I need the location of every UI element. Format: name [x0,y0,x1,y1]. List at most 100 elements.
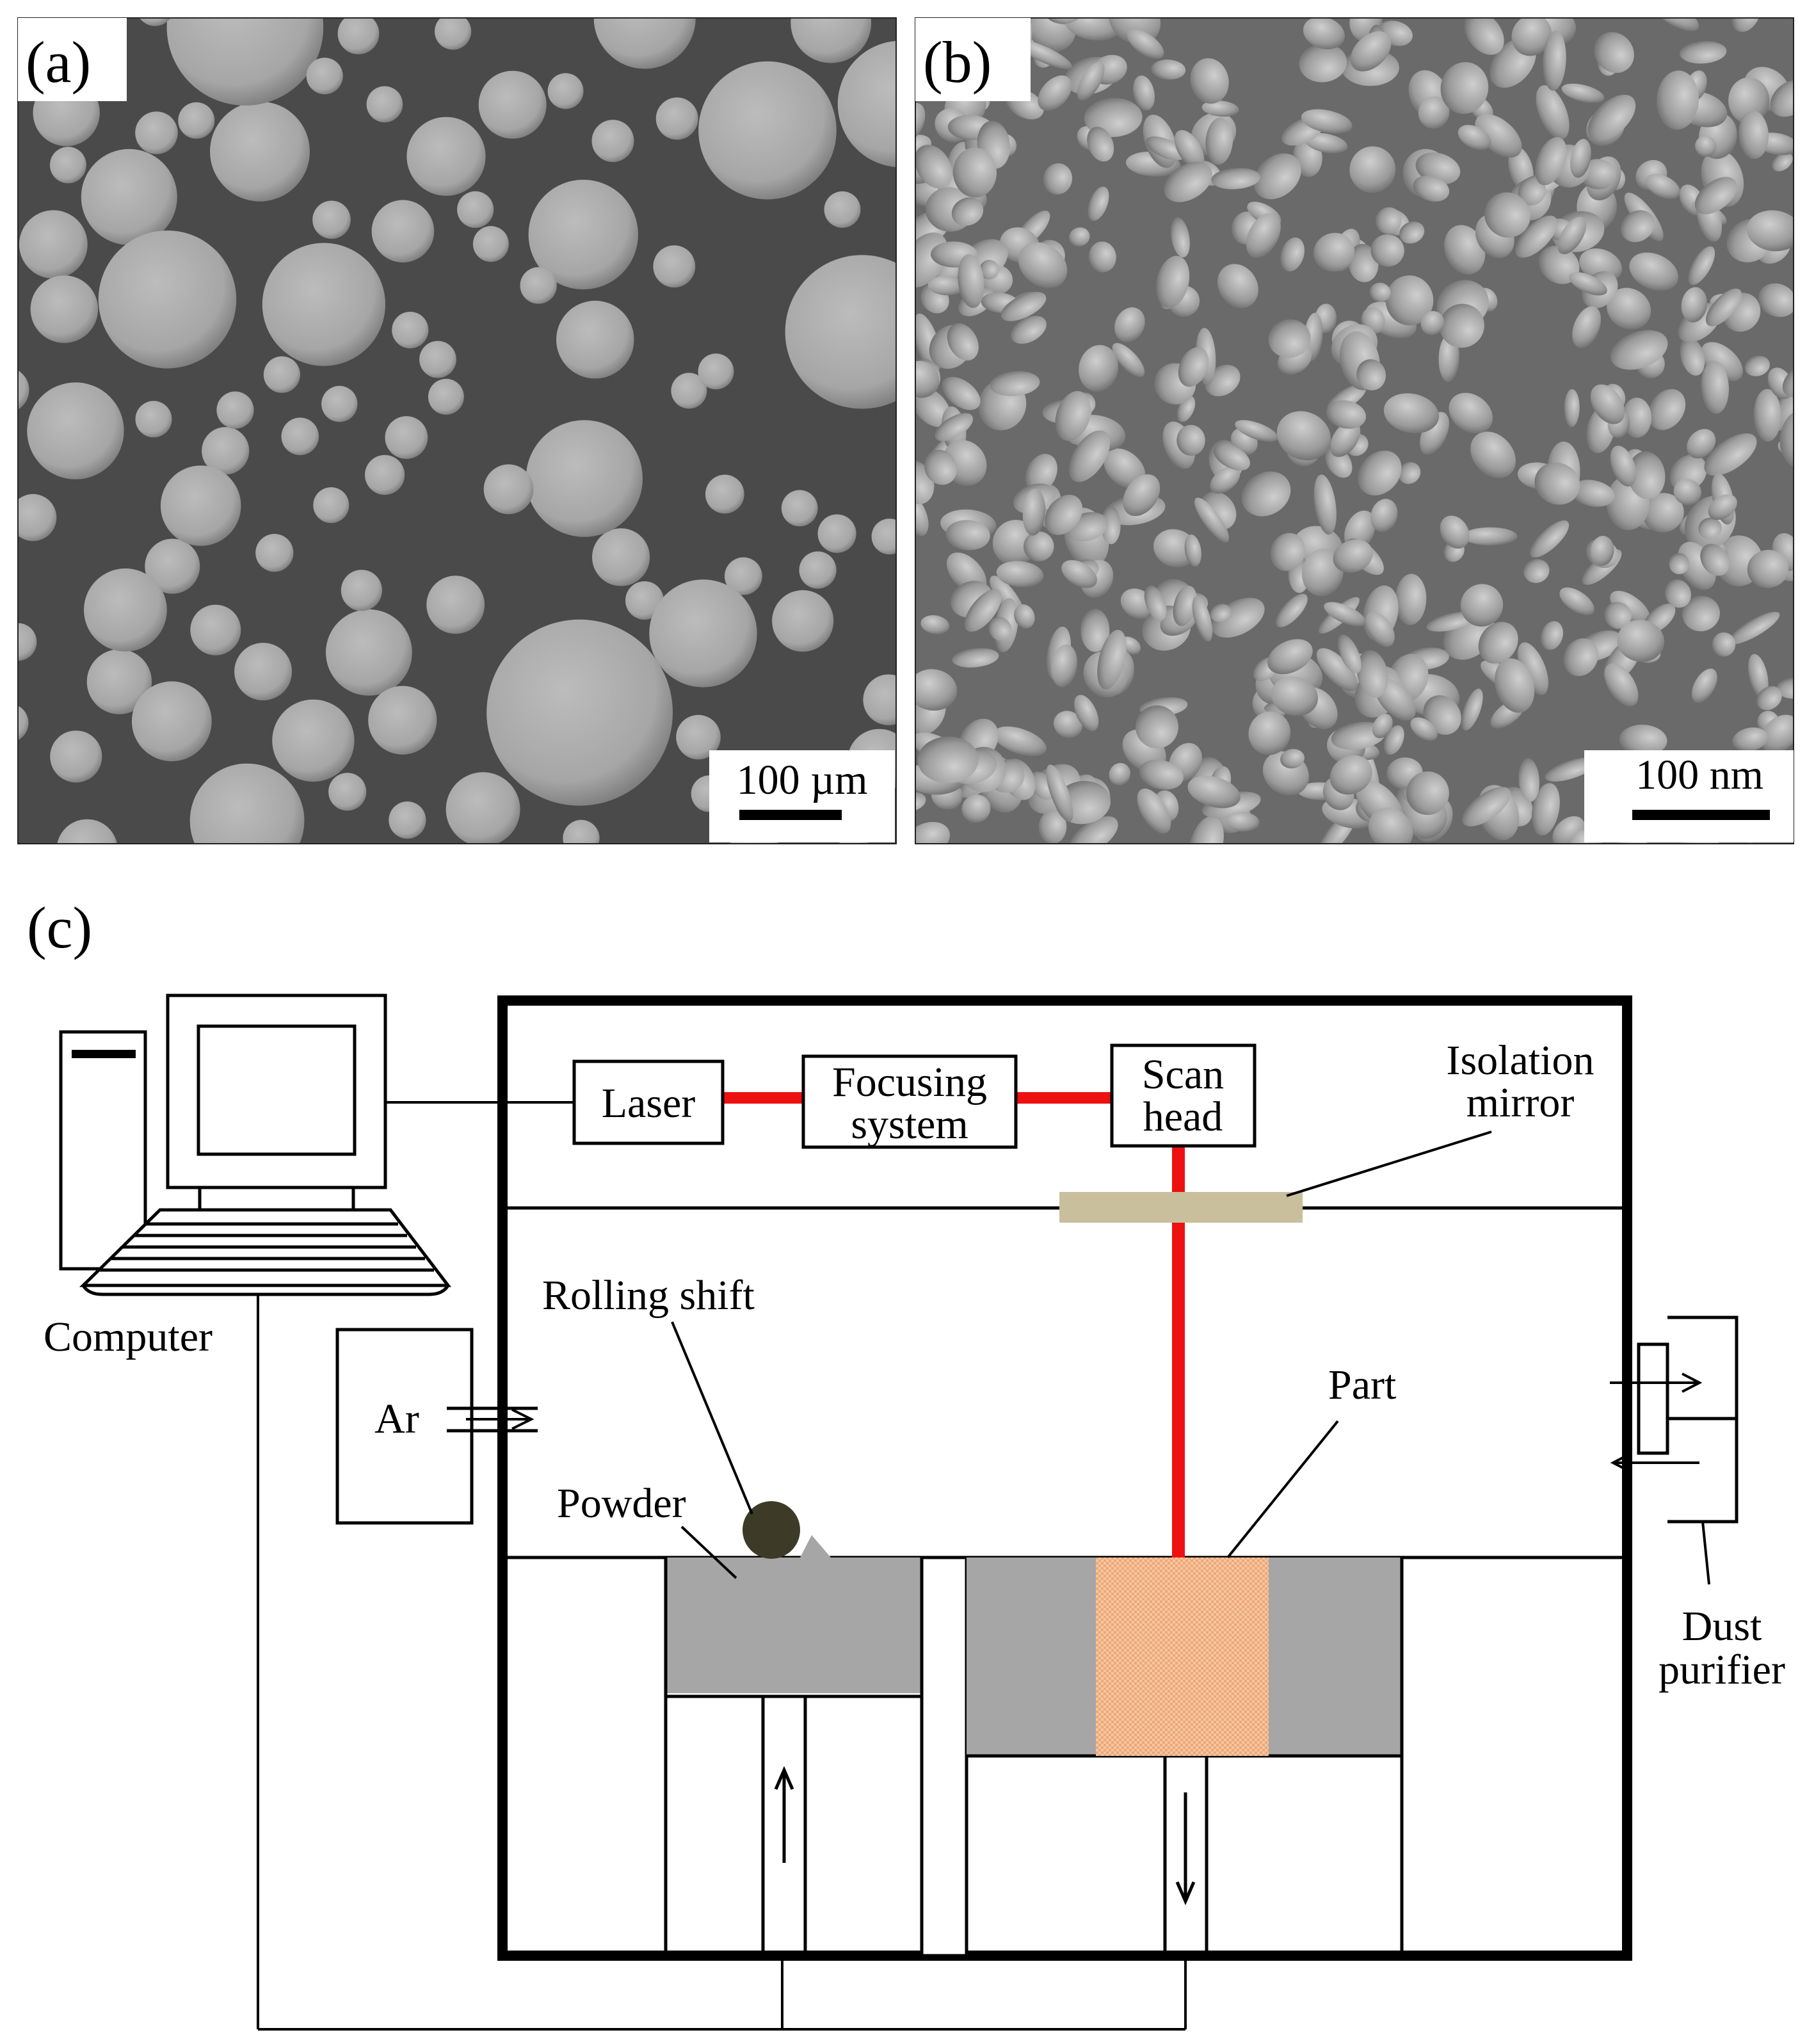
printed-part [1096,1557,1269,1756]
isolation-mirror-leader [1286,1131,1492,1197]
powder-particle [591,120,634,163]
nano-grain [1087,126,1114,162]
nano-grain [993,726,1047,757]
nano-grain [1213,443,1251,471]
nano-grain [1112,342,1145,377]
nano-grain [1326,400,1367,429]
nano-grain [1570,139,1591,178]
nano-grain [1534,462,1580,505]
nano-grain [1645,173,1680,199]
nano-grain [979,259,999,280]
nano-grain [1619,725,1667,756]
nano-grain [1178,347,1209,387]
computer-icon [59,994,452,1296]
computer-label: Computer [44,1314,213,1360]
nano-grain [1651,18,1699,31]
powder-particle [50,730,102,783]
nano-grain [1557,216,1587,255]
powder-particle [84,568,167,652]
nano-grain [1189,816,1224,844]
powder-particle [457,191,494,228]
powder-particle [19,210,88,279]
powder-particle [520,267,557,304]
nano-grain [1025,454,1057,493]
nano-grain [947,323,979,361]
nano-grain [1226,812,1260,832]
nano-grain [1385,275,1434,326]
nano-grain [1088,186,1109,221]
nano-grain [1772,152,1793,172]
nano-grain [958,254,984,309]
powder-particle [262,243,385,366]
dust-purifier-label-1: Dust [1682,1603,1762,1650]
nano-grain [1011,316,1047,344]
nano-grain [1014,604,1035,629]
nano-grain [1559,587,1594,615]
nano-grain [1543,31,1566,91]
nano-grain [1758,283,1794,318]
nano-grain [1698,517,1722,540]
nano-grain [1484,192,1530,238]
nano-grain [1700,543,1730,576]
nano-grain [1022,488,1046,536]
nano-grain [1464,18,1504,55]
powder-particle [145,538,200,594]
nano-grain [1348,244,1379,282]
powder-particle [160,465,241,546]
panel-b-scale-text: 100 nm [1635,752,1763,798]
nano-grain [1358,450,1402,495]
rolling-shift-leader [671,1321,753,1515]
nano-grain [1205,117,1233,165]
nano-grain [1617,620,1665,662]
nano-grain [1080,609,1110,652]
focusing-label-1: Focusing [832,1059,987,1106]
isolation-mirror-label-1: Isolation [1447,1037,1594,1084]
argon-supply-box: Ar [335,1328,538,1525]
nano-grain [1108,18,1161,45]
nano-grain [1046,18,1081,24]
nano-grain [1144,585,1167,621]
powder-particle [705,474,744,514]
powder-particle [547,73,584,109]
powder-particle [18,623,37,661]
nano-grain [1184,534,1201,567]
nano-grain [1665,579,1691,608]
nano-grain [1301,549,1344,597]
powder-particle [478,70,547,139]
chamber-frame [497,995,1632,1961]
powder-particle [326,609,412,696]
powder-particle [428,378,464,415]
nano-grain [1538,245,1580,284]
powder-particle [166,18,324,106]
powder-particle [483,464,534,515]
nano-grain [915,669,958,711]
powder-particle [563,819,600,844]
laser-label: Laser [602,1080,696,1127]
nano-grain [1177,424,1205,456]
scan-head-label-1: Scan [1142,1051,1224,1098]
nano-grain [1629,252,1678,291]
nano-grain [1368,807,1413,844]
nano-grain [1478,622,1518,664]
nano-grain [1530,520,1570,558]
nano-grain [1406,771,1449,816]
powder-particle [135,111,178,154]
nano-grain [1610,330,1668,370]
powder-particle [365,455,405,495]
powder-particle [81,149,177,245]
nano-grain [1564,389,1580,427]
nano-grain [1088,241,1116,273]
isolation-mirror [1059,1192,1303,1223]
nano-grain [917,736,979,784]
nano-grain [1708,494,1737,520]
powder-particle [216,391,254,429]
panel-c-label: (c) [27,895,92,960]
nano-grain [1051,644,1077,688]
nano-grain [1511,18,1552,56]
nano-grain [1356,359,1386,390]
nano-grain [1563,638,1598,677]
powder-particle [824,191,861,228]
nano-grain [1069,227,1090,246]
nano-grain [1241,471,1291,517]
